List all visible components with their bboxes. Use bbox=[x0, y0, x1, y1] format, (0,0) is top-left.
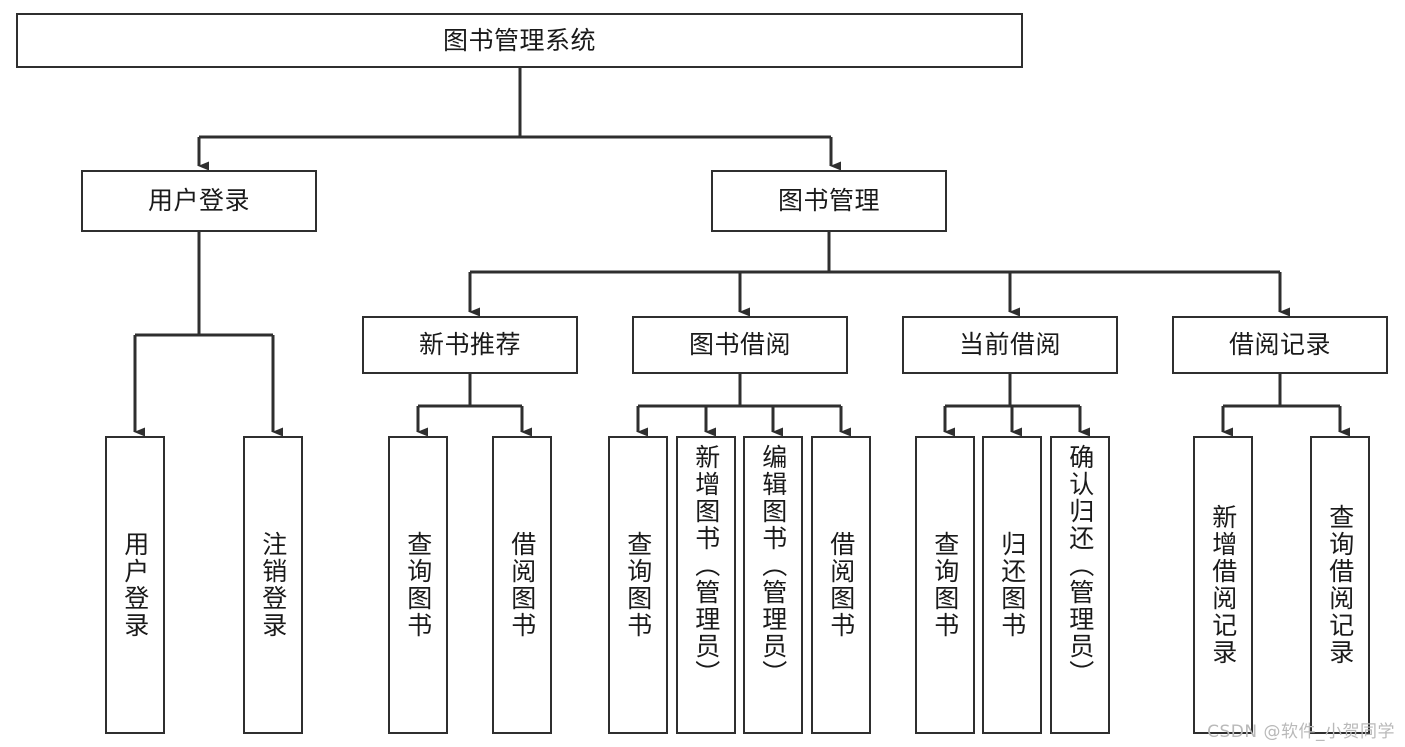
node-label: 新增借阅记录 bbox=[1208, 504, 1238, 666]
leaf-book-borrow-edit[interactable]: 编辑图书（管理员） bbox=[743, 436, 803, 734]
node-label: 图书管理系统 bbox=[442, 25, 596, 55]
node-label: 借阅图书 bbox=[826, 531, 856, 639]
node-label: 查询图书 bbox=[623, 531, 653, 639]
leaf-borrow-record-add[interactable]: 新增借阅记录 bbox=[1193, 436, 1253, 734]
node-label: 确认归还（管理员） bbox=[1065, 444, 1095, 687]
node-book-management[interactable]: 图书管理 bbox=[711, 170, 947, 232]
leaf-book-borrow-borrow[interactable]: 借阅图书 bbox=[811, 436, 871, 734]
node-label: 查询借阅记录 bbox=[1325, 504, 1355, 666]
leaf-user-login-signout[interactable]: 注销登录 bbox=[243, 436, 303, 734]
node-label: 查询图书 bbox=[930, 531, 960, 639]
leaf-book-borrow-query[interactable]: 查询图书 bbox=[608, 436, 668, 734]
node-label: 借阅图书 bbox=[507, 531, 537, 639]
node-label: 用户登录 bbox=[147, 186, 250, 216]
node-label: 新书推荐 bbox=[418, 330, 521, 360]
node-label: 查询图书 bbox=[403, 531, 433, 639]
leaf-book-borrow-add[interactable]: 新增图书（管理员） bbox=[676, 436, 736, 734]
node-book-borrow[interactable]: 图书借阅 bbox=[632, 316, 848, 374]
node-label: 编辑图书（管理员） bbox=[758, 444, 788, 687]
node-label: 图书借阅 bbox=[688, 330, 791, 360]
node-current-borrow[interactable]: 当前借阅 bbox=[902, 316, 1118, 374]
node-new-book-recommend[interactable]: 新书推荐 bbox=[362, 316, 578, 374]
node-root-system[interactable]: 图书管理系统 bbox=[16, 13, 1023, 68]
leaf-current-borrow-return[interactable]: 归还图书 bbox=[982, 436, 1042, 734]
node-label: 新增图书（管理员） bbox=[691, 444, 721, 687]
leaf-borrow-record-query[interactable]: 查询借阅记录 bbox=[1310, 436, 1370, 734]
node-label: 注销登录 bbox=[258, 531, 288, 639]
node-user-login[interactable]: 用户登录 bbox=[81, 170, 317, 232]
leaf-user-login-signin[interactable]: 用户登录 bbox=[105, 436, 165, 734]
node-label: 借阅记录 bbox=[1228, 330, 1331, 360]
leaf-new-book-query[interactable]: 查询图书 bbox=[388, 436, 448, 734]
leaf-current-borrow-query[interactable]: 查询图书 bbox=[915, 436, 975, 734]
node-label: 当前借阅 bbox=[958, 330, 1061, 360]
node-borrow-records[interactable]: 借阅记录 bbox=[1172, 316, 1388, 374]
node-label: 归还图书 bbox=[997, 531, 1027, 639]
node-label: 图书管理 bbox=[777, 186, 880, 216]
node-label: 用户登录 bbox=[120, 531, 150, 639]
leaf-current-borrow-confirm-return[interactable]: 确认归还（管理员） bbox=[1050, 436, 1110, 734]
leaf-new-book-borrow[interactable]: 借阅图书 bbox=[492, 436, 552, 734]
